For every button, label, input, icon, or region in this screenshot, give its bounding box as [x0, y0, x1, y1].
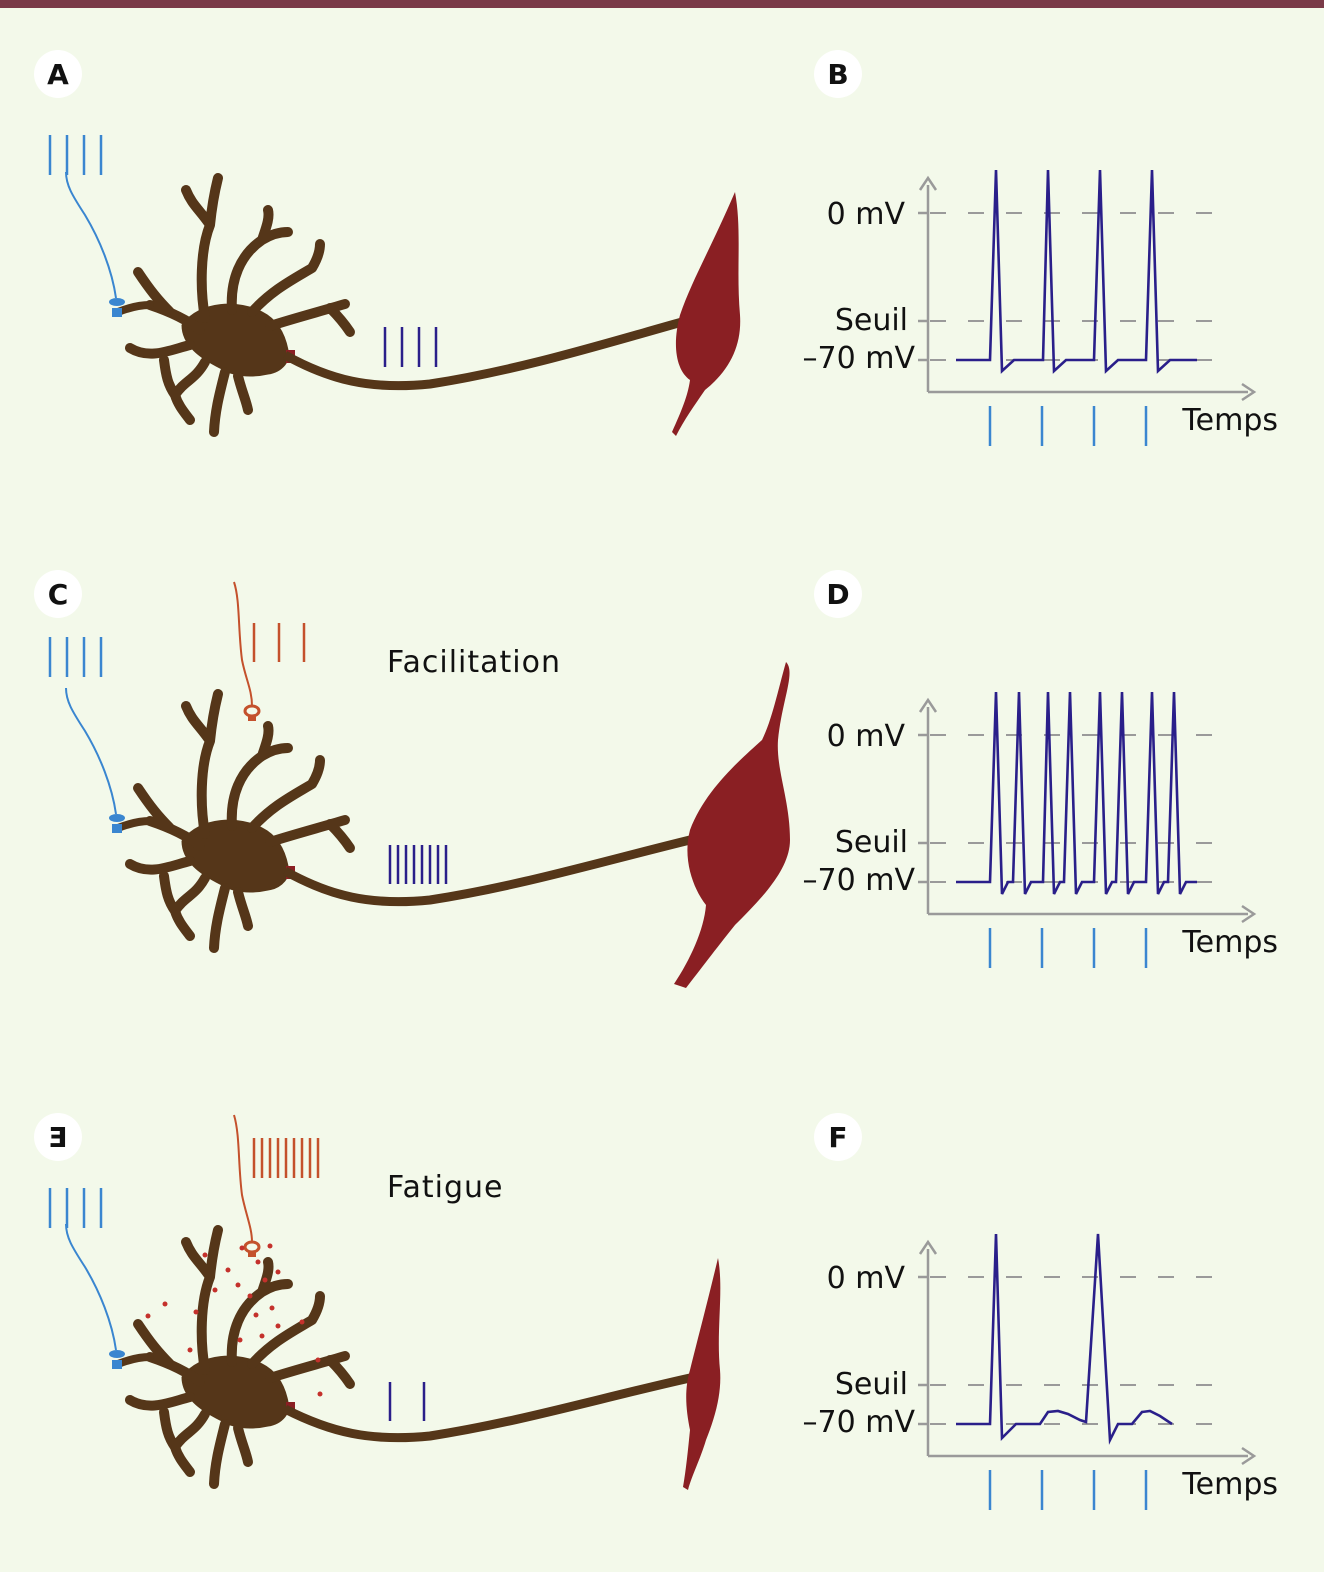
- panel-E: E: [34, 1113, 721, 1490]
- panel-letter-A: A: [47, 58, 69, 91]
- muscle-fiber: [683, 1258, 721, 1490]
- x-label-time: Temps: [1181, 403, 1278, 438]
- motor-neuron: [66, 688, 350, 948]
- panel-A: A: [34, 50, 741, 436]
- modulator-input: [233, 1114, 320, 1257]
- y-axis-arrow: [918, 697, 938, 713]
- y-label-rest: –70 mV: [803, 1405, 916, 1440]
- y-label-threshold: Seuil: [835, 825, 908, 860]
- axon: [282, 317, 684, 391]
- input-spike-train: [48, 637, 103, 677]
- panel-letter-E: E: [48, 1121, 67, 1154]
- y-label-0mv: 0 mV: [827, 719, 906, 754]
- x-axis-arrow: [1241, 1446, 1257, 1466]
- stimulus-markers: [988, 1470, 1148, 1510]
- output-spike-train: [388, 845, 448, 884]
- modulator-input: [233, 581, 306, 721]
- neurotransmitter-dots: [145, 1243, 323, 1397]
- panel-letter-circle: [34, 570, 82, 618]
- y-label-threshold: Seuil: [835, 1367, 908, 1402]
- y-label-0mv: 0 mV: [827, 197, 906, 232]
- panel-letter-circle: [814, 570, 862, 618]
- annotation-fatigue: Fatigue: [387, 1170, 504, 1205]
- panel-letter-circle: [814, 50, 862, 98]
- graph-F: F 0 mV Seuil –70 mV Temps: [803, 1113, 1278, 1510]
- y-axis-arrow: [918, 175, 938, 191]
- x-axis-arrow: [1241, 904, 1257, 924]
- annotation-facilitation: Facilitation: [387, 645, 561, 680]
- y-label-0mv: 0 mV: [827, 1261, 906, 1296]
- panel-letter-F: F: [828, 1121, 847, 1154]
- stimulus-markers: [988, 406, 1148, 446]
- membrane-potential-trace: [956, 1233, 1173, 1445]
- membrane-potential-trace: [956, 691, 1197, 895]
- muscle-fiber: [674, 662, 790, 988]
- top-band: [0, 0, 1324, 8]
- axon: [282, 1373, 691, 1443]
- y-label-rest: –70 mV: [803, 341, 916, 376]
- membrane-potential-trace: [956, 169, 1197, 374]
- x-label-time: Temps: [1181, 925, 1278, 960]
- panel-letter-C: C: [48, 578, 69, 611]
- panel-C: C Facilitation: [34, 570, 790, 988]
- input-spike-train: [48, 135, 103, 175]
- stimulus-markers: [988, 928, 1148, 968]
- graph-B: B 0 mV Seuil –70 mV Temps: [803, 50, 1278, 446]
- panel-letter-D: D: [826, 578, 849, 611]
- panel-letter-circle: [34, 50, 82, 98]
- x-label-time: Temps: [1181, 1467, 1278, 1502]
- y-label-rest: –70 mV: [803, 863, 916, 898]
- input-spike-train: [48, 1188, 103, 1228]
- output-spike-train: [383, 327, 438, 367]
- muscle-fiber: [672, 192, 741, 436]
- panel-letter-B: B: [827, 58, 848, 91]
- panel-letter-circle: [34, 1113, 82, 1161]
- panel-letter-circle: [814, 1113, 862, 1161]
- y-axis-arrow: [918, 1239, 938, 1255]
- x-axis-arrow: [1241, 382, 1257, 402]
- motor-neuron: [66, 1224, 350, 1484]
- output-spike-train: [388, 1382, 426, 1421]
- motor-neuron: [66, 172, 350, 432]
- y-label-threshold: Seuil: [835, 303, 908, 338]
- axon: [282, 835, 692, 907]
- graph-D: D 0 mV Seuil –70 mV Temps: [803, 570, 1278, 968]
